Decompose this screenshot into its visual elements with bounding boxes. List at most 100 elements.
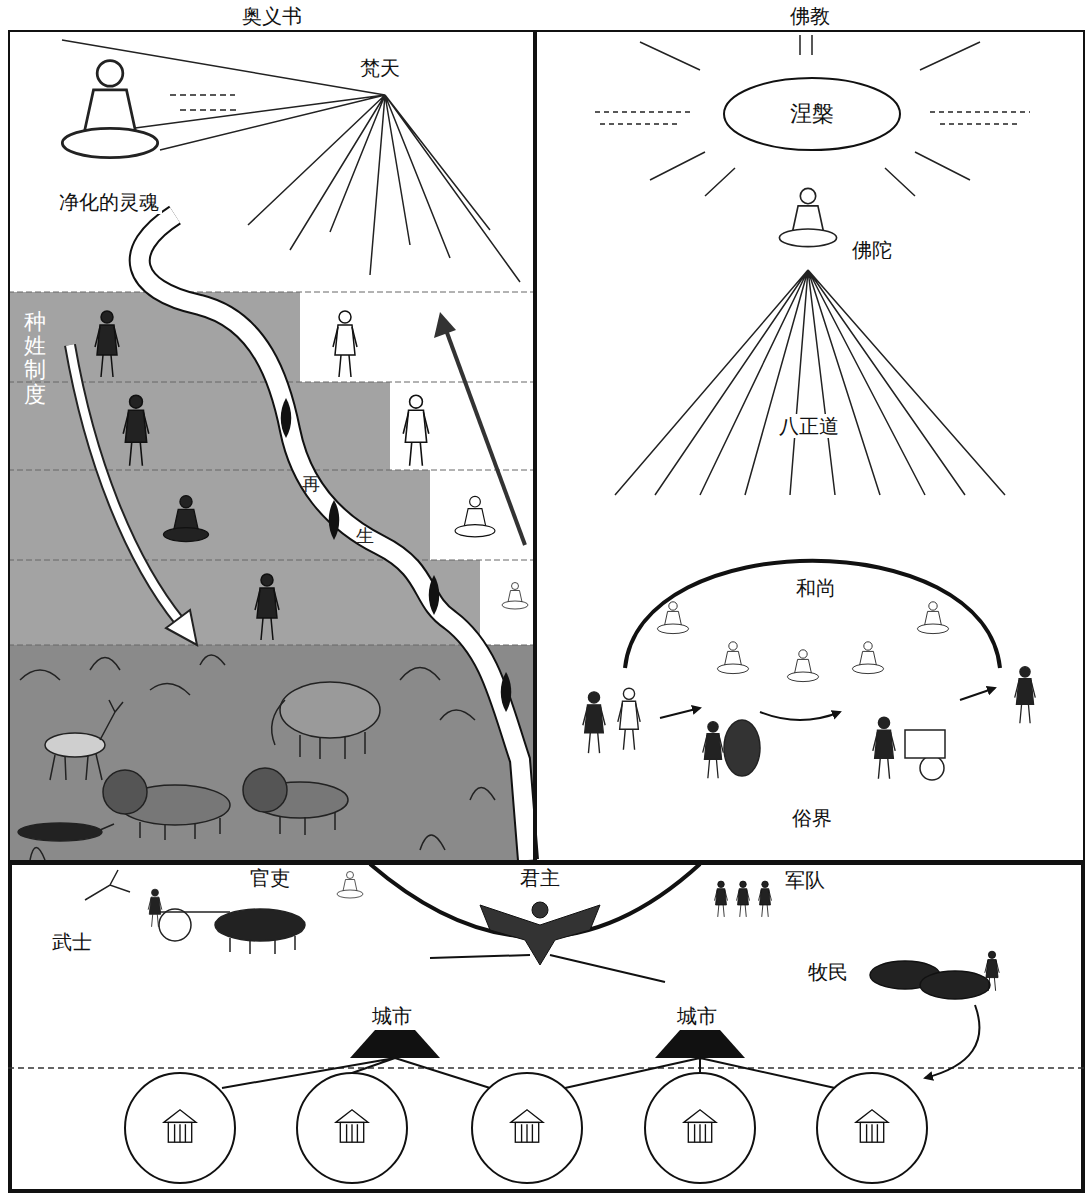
- buddha-figure: [779, 188, 836, 246]
- brahman-rays: [170, 95, 240, 110]
- monk-figures: [917, 602, 948, 634]
- villages: [125, 1073, 235, 1183]
- caste-figures: [123, 395, 149, 465]
- monk-figures: [717, 642, 748, 674]
- eightfold-path-lines: [615, 270, 1005, 495]
- lay-people: [703, 722, 724, 779]
- buddha-label: 佛陀: [852, 238, 892, 262]
- sangha-arc: [625, 561, 1000, 720]
- villages: [817, 1073, 927, 1183]
- sangha-arc: [760, 712, 840, 720]
- path-leaves: [281, 398, 292, 438]
- city-label: 城市: [372, 1004, 412, 1028]
- path-leaves: [329, 500, 340, 540]
- lay-people: [724, 720, 760, 776]
- rebirth-char: 再: [302, 474, 320, 496]
- eagle-emblem: [532, 902, 548, 918]
- ruler-label: 君主: [520, 866, 560, 890]
- herders-cattle: [920, 971, 990, 999]
- caste-figures: [455, 496, 495, 537]
- caste-figures: [502, 583, 528, 610]
- villages: [336, 1110, 368, 1142]
- city-pyramids: [350, 1030, 440, 1058]
- descent-arrow: [70, 345, 180, 622]
- descent-arrow: [70, 345, 197, 645]
- monk-figures: [852, 642, 883, 674]
- buddha-figure: [779, 188, 836, 246]
- purified-soul-figure: [62, 61, 157, 158]
- ascent-arrow: [446, 330, 525, 545]
- purified-soul-figure: [62, 61, 157, 158]
- nirvana-rays: [595, 35, 1030, 196]
- buddhism-panel: 佛教涅槃: [535, 30, 1085, 862]
- villages: [472, 1073, 582, 1183]
- warriors: [215, 909, 305, 941]
- army-label: 军队: [785, 868, 825, 892]
- jungle-animals: [45, 733, 105, 757]
- warriors: [230, 936, 295, 954]
- jungle-animals: [18, 823, 102, 841]
- warriors: [159, 909, 191, 941]
- lay-people: [1015, 667, 1036, 724]
- city-label: 城市: [677, 1004, 717, 1028]
- path-leaves: [281, 398, 512, 712]
- soldiers: [758, 881, 771, 917]
- jungle-animals: [18, 655, 495, 860]
- soldiers: [714, 881, 727, 917]
- jungle-animals: [280, 812, 335, 835]
- caste-stairs: [8, 645, 535, 862]
- herder-label: 牧民: [808, 960, 848, 984]
- lay-people: [905, 730, 945, 758]
- villages: [684, 1110, 716, 1142]
- jungle-animals: [50, 700, 123, 780]
- monk-figures: [657, 602, 688, 634]
- caste-stairs: [8, 292, 535, 645]
- rebirth-path: [140, 215, 528, 860]
- warriors: [85, 870, 130, 900]
- monk-label: 和尚: [796, 576, 836, 600]
- node-text: 涅槃: [790, 101, 834, 127]
- path-label: 八正道: [776, 414, 842, 438]
- jungle-animals: [280, 682, 380, 738]
- descent-arrow: [166, 610, 197, 645]
- lay-people: [583, 692, 605, 753]
- rebirth-path: [140, 215, 528, 860]
- lay-people: [873, 717, 895, 779]
- brahman-rays: [62, 40, 520, 282]
- villages: [645, 1073, 755, 1183]
- herders-cattle: [870, 951, 999, 1078]
- ascent-arrow: [434, 312, 456, 338]
- jungle-animals: [100, 824, 114, 830]
- ruler-arc: [370, 864, 700, 982]
- villages: [856, 1110, 888, 1142]
- lay-people: [583, 667, 1035, 780]
- caste-figures: [163, 496, 208, 542]
- ellipse-outline: [724, 78, 900, 150]
- lay-people: [920, 756, 944, 780]
- sangha-arc: [660, 708, 700, 718]
- rebirth-path: [140, 215, 528, 860]
- ruler-arc: [430, 955, 665, 982]
- herders-cattle: [985, 951, 999, 991]
- official-label: 官吏: [250, 866, 290, 890]
- warrior-label: 武士: [52, 930, 92, 954]
- jungle-animals: [103, 770, 147, 814]
- villages: [164, 1110, 196, 1142]
- state-panel: [8, 863, 1085, 1191]
- city-pyramids: [350, 1030, 745, 1058]
- panel-heading: 奥义书: [10, 4, 533, 28]
- path-leaves: [429, 575, 440, 615]
- sangha-arc: [960, 688, 995, 700]
- upanishad-panel: 奥义书: [8, 30, 535, 862]
- herders-cattle: [925, 1005, 979, 1078]
- caste-figures: [95, 311, 119, 377]
- monk-figures: [787, 650, 818, 682]
- path-leaves: [501, 672, 512, 712]
- villages: [511, 1110, 543, 1142]
- jungle-animals: [140, 818, 220, 840]
- jungle-animals: [272, 700, 365, 759]
- ascent-arrow: [434, 312, 525, 545]
- villages: [125, 1073, 927, 1183]
